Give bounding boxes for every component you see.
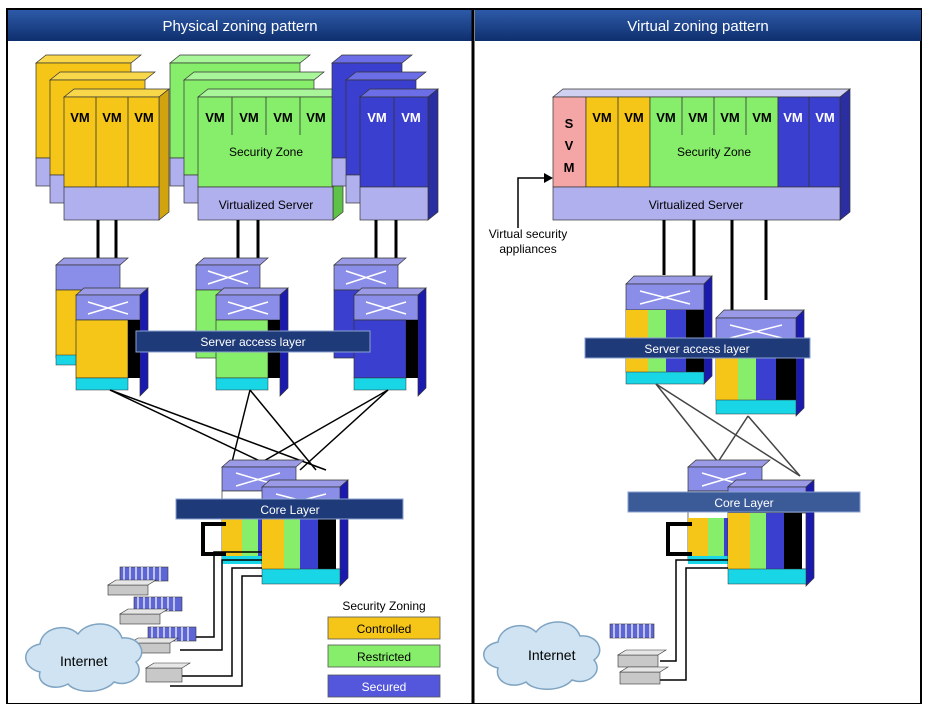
- left-firewall-stack: [106, 566, 197, 683]
- controlled-server-front: VM VM VM: [63, 88, 170, 221]
- right-panel-title: Virtual zoning pattern: [627, 18, 768, 35]
- svm-letter: V: [565, 138, 574, 153]
- left-internet-cloud: [25, 623, 143, 692]
- legend-swatch-restricted: [327, 644, 441, 668]
- restricted-server-stack: VM VM VM VM Security Zone Virtualized Se…: [169, 54, 344, 221]
- security-zone-label: Security Zone: [677, 145, 751, 159]
- left-panel-title: Physical zoning pattern: [162, 18, 317, 35]
- access-switch-controlled: [55, 257, 149, 397]
- vm-label: VM: [815, 110, 835, 125]
- right-server-access-label: Server access layer: [644, 342, 749, 356]
- left-server-access-bar: [135, 330, 371, 353]
- vm-label: VM: [306, 110, 326, 125]
- right-access-core-links: [655, 383, 801, 477]
- virtual-security-label: appliances: [499, 242, 556, 256]
- vm-label: VM: [656, 110, 676, 125]
- vm-label: VM: [102, 110, 122, 125]
- security-zoning-legend: Security Zoning Controlled Restricted Se…: [327, 599, 441, 698]
- right-server-access-bar: [584, 337, 811, 359]
- svm-letter: M: [564, 160, 575, 175]
- vm-label: VM: [592, 110, 612, 125]
- secured-server-stack: VM VM: [331, 54, 439, 221]
- arrow-head-icon: [544, 173, 553, 183]
- right-core-layer-bar: [627, 491, 861, 513]
- vm-label: VM: [720, 110, 740, 125]
- restricted-server-front: VM VM VM VM Security Zone Virtualized Se…: [197, 88, 344, 221]
- right-core-loop: [666, 522, 692, 556]
- left-header-bar: [8, 10, 472, 41]
- access-switch-right-a: [625, 275, 713, 385]
- right-header-bar: [475, 10, 921, 41]
- vm-label: VM: [205, 110, 225, 125]
- vm-label: VM: [783, 110, 803, 125]
- vm-label: VM: [688, 110, 708, 125]
- access-switch-secured: [333, 257, 427, 397]
- right-internet-label: Internet: [528, 647, 576, 663]
- secured-server-front: VM VM: [359, 88, 439, 221]
- left-internet-label: Internet: [60, 653, 108, 669]
- access-switch-right-b: [715, 309, 805, 417]
- firewall-device: [128, 626, 197, 654]
- svm-block: [552, 96, 587, 188]
- legend-label-restricted: Restricted: [357, 650, 411, 664]
- svm-letter: S: [565, 116, 574, 131]
- legend-title: Security Zoning: [342, 599, 425, 613]
- legend-label-controlled: Controlled: [357, 622, 412, 636]
- firewall-device: [144, 662, 192, 683]
- left-core-layer-label: Core Layer: [260, 503, 319, 517]
- security-zone-label: Security Zone: [229, 145, 303, 159]
- virtualized-server-label: Virtualized Server: [219, 198, 314, 212]
- core-switch-right: [687, 459, 815, 587]
- controlled-server-stack: VM VM VM: [35, 54, 170, 221]
- vm-label: VM: [752, 110, 772, 125]
- firewall-device: [106, 566, 169, 596]
- virtual-security-label: Virtual security: [489, 227, 567, 241]
- vm-label: VM: [239, 110, 259, 125]
- vm-label: VM: [367, 110, 387, 125]
- legend-swatch-controlled: [327, 616, 441, 640]
- left-internet-links: [170, 551, 262, 687]
- right-internet-links: [660, 559, 728, 681]
- right-core-layer-label: Core Layer: [714, 496, 773, 510]
- legend-label-secured: Secured: [362, 680, 407, 694]
- virtualized-server-label: Virtualized Server: [649, 198, 744, 212]
- vm-label: VM: [134, 110, 154, 125]
- left-server-access-label: Server access layer: [200, 335, 305, 349]
- right-internet-cloud: [483, 621, 601, 690]
- vm-label: VM: [70, 110, 90, 125]
- vm-label: VM: [401, 110, 421, 125]
- vm-label: VM: [273, 110, 293, 125]
- virtualized-server-right: S V M VM VM VM VM VM VM VM VM Security Z…: [552, 88, 851, 221]
- legend-swatch-secured: [327, 674, 441, 698]
- vm-label: VM: [624, 110, 644, 125]
- firewall-device: [118, 596, 183, 625]
- left-access-core-links: [109, 389, 389, 471]
- left-core-layer-bar: [175, 498, 404, 520]
- svm-pointer-arrow: [517, 177, 548, 228]
- right-firewall: [609, 623, 670, 685]
